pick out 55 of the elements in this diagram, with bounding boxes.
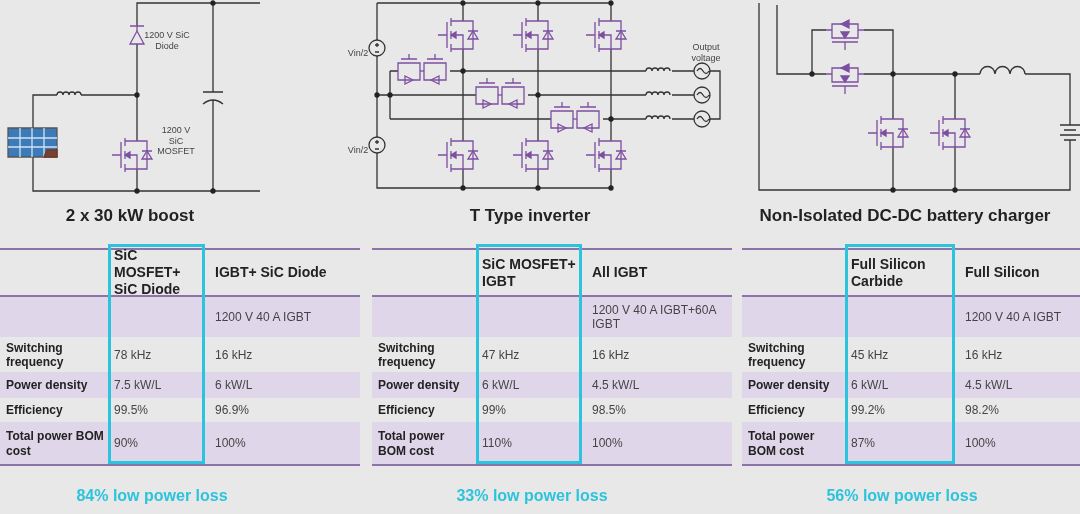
table-cell-text: 96.9%: [215, 402, 251, 420]
row-header: Switching frequency: [378, 339, 437, 371]
row-header: Efficiency: [748, 402, 806, 420]
row-header: Total power BOM cost: [6, 428, 105, 460]
row-header: Switching frequency: [748, 339, 807, 371]
row-header: Power density: [748, 377, 831, 395]
table-cell-text: 1200 V 40 A IGBT: [215, 308, 313, 326]
component-label: Output voltage: [690, 42, 722, 64]
summary-text: 56% low power loss: [825, 486, 979, 507]
row-header: Power density: [6, 377, 89, 395]
table-cell-text: 16 kHz: [965, 346, 1004, 364]
table-cell-text: 6 kW/L: [482, 377, 521, 395]
row-header: Efficiency: [378, 402, 436, 420]
table-cell-text: 6 kW/L: [215, 377, 254, 395]
row-header: Power density: [378, 377, 461, 395]
table-cell-text: 7.5 kW/L: [114, 377, 163, 395]
summary-text: 33% low power loss: [455, 486, 609, 507]
table-cell-text: 16 kHz: [215, 346, 254, 364]
column-header: All IGBT: [592, 263, 649, 283]
table-cell-text: 110%: [482, 435, 513, 453]
row-header: Switching frequency: [6, 339, 65, 371]
summary-text: 84% low power loss: [75, 486, 229, 507]
table-cell-text: 87%: [851, 435, 877, 453]
column-header: Full Silicon: [965, 263, 1041, 283]
column-header: SiC MOSFET+ IGBT: [482, 254, 577, 291]
table-cell-text: 98.2%: [965, 402, 1001, 420]
row-header: Total power BOM cost: [748, 428, 816, 460]
table-cell-text: 4.5 kW/L: [965, 377, 1014, 395]
table-cell-text: 78 kHz: [114, 346, 153, 364]
table-cell-text: 99.5%: [114, 402, 150, 420]
row-header: Total power BOM cost: [378, 428, 446, 460]
column-header: IGBT+ SiC Diode: [215, 263, 328, 283]
table-cell-text: 1200 V 40 A IGBT+60A IGBT: [592, 301, 718, 333]
table-cell-text: 45 kHz: [851, 346, 890, 364]
table-cell-text: 90%: [114, 435, 140, 453]
table-cell-text: 4.5 kW/L: [592, 377, 641, 395]
table-cell-text: 98.5%: [592, 402, 628, 420]
table-cell-text: 100%: [592, 435, 624, 453]
panel-title: Non-Isolated DC-DC battery charger: [758, 204, 1052, 227]
table-cell-text: 100%: [215, 435, 247, 453]
table-cell-text: 1200 V 40 A IGBT: [965, 308, 1063, 326]
table-cell-text: 99.2%: [851, 402, 887, 420]
table-cell-text: 16 kHz: [592, 346, 631, 364]
panel-title: 2 x 30 kW boost: [64, 204, 196, 227]
component-label: 1200 V SiC Diode: [144, 30, 190, 52]
panel-title: T Type inverter: [468, 204, 592, 227]
table-cell-text: 47 kHz: [482, 346, 521, 364]
column-header: SiC MOSFET+ SiC Diode: [114, 250, 182, 295]
row-header: Efficiency: [6, 402, 64, 420]
column-header: Full Silicon Carbide: [851, 254, 927, 291]
table-cell-text: 99%: [482, 402, 508, 420]
table-cell-text: 100%: [965, 435, 997, 453]
component-label: Vin/2: [346, 143, 370, 157]
table-cell-text: 6 kW/L: [851, 377, 890, 395]
component-label: Vin/2: [346, 46, 370, 60]
